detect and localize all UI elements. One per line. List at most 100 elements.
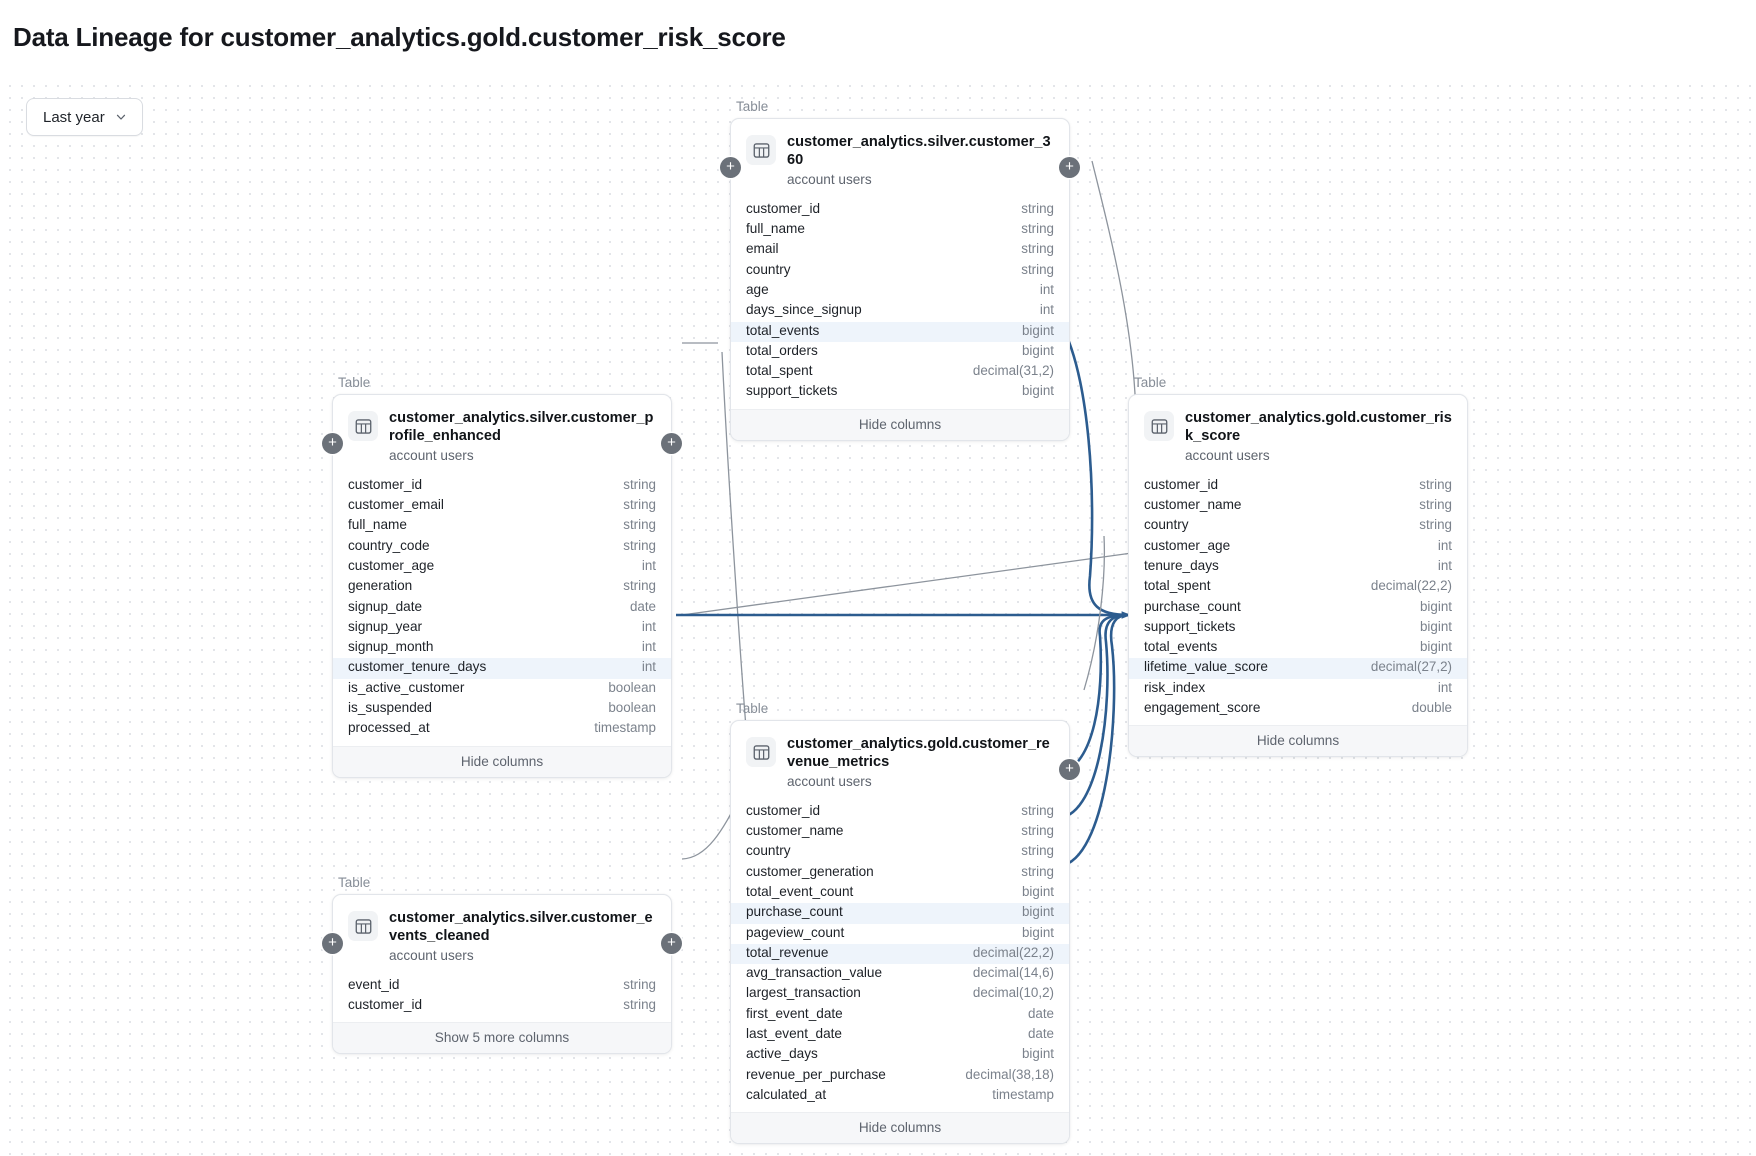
column-type: timestamp [594, 720, 656, 736]
node-card[interactable]: + customer_analytics.gold.customer_reven… [730, 720, 1080, 1145]
node-customer-profile-enhanced[interactable]: Table + + customer_analytics.silver.cust… [322, 376, 682, 778]
column-type: decimal(22,2) [1370, 578, 1452, 594]
column-type: double [1411, 700, 1452, 716]
column-type: string [623, 997, 656, 1013]
time-range-dropdown[interactable]: Last year [26, 98, 143, 136]
column-row[interactable]: total_revenue decimal(22,2) [731, 943, 1069, 965]
column-name: calculated_at [746, 1086, 827, 1102]
node-subtitle: account users [1185, 447, 1270, 463]
show-more-columns-button[interactable]: Show 5 more columns [333, 1022, 671, 1054]
column-type: decimal(22,2) [972, 944, 1054, 960]
expand-upstream-handle[interactable]: + [322, 433, 343, 454]
expand-upstream-handle[interactable]: + [720, 157, 741, 178]
column-type: string [623, 537, 656, 553]
node-card[interactable]: + + customer_analytics.silver.customer_e… [322, 894, 682, 1055]
table-icon [1144, 411, 1174, 441]
hide-columns-button[interactable]: Hide columns [731, 408, 1069, 440]
column-name: largest_transaction [746, 985, 861, 1001]
expand-downstream-handle[interactable]: + [1059, 157, 1080, 178]
column-name: active_days [746, 1046, 818, 1062]
column-name: email [746, 241, 779, 257]
node-customer-360[interactable]: Table + + customer_analytics.silver.cust… [720, 100, 1080, 441]
column-name: total_revenue [746, 944, 829, 960]
node-customer-revenue-metrics[interactable]: Table + customer_analytics.gold.customer… [730, 701, 1080, 1145]
node-card[interactable]: + + customer_analytics.silver.customer_p… [322, 394, 682, 778]
expand-downstream-handle[interactable]: + [661, 433, 682, 454]
lineage-canvas[interactable]: Table + + customer_analytics.silver.cust… [0, 76, 1756, 1156]
column-name: country [1144, 517, 1189, 533]
column-name: signup_year [348, 618, 423, 634]
node-kind-label: Table [1134, 375, 1167, 390]
node-customer-events-cleaned[interactable]: Table + + customer_analytics.silver.cust… [322, 876, 682, 1055]
column-row[interactable]: signup_year int [333, 618, 671, 638]
column-name: customer_email [348, 497, 444, 513]
expand-upstream-handle[interactable]: + [322, 933, 343, 954]
column-type: string [623, 976, 656, 992]
column-name: generation [348, 578, 413, 594]
node-kind-label: Table [736, 701, 769, 716]
hide-columns-button[interactable]: Hide columns [1129, 725, 1467, 757]
expand-downstream-handle[interactable]: + [1059, 759, 1080, 780]
column-type: int [641, 659, 656, 675]
expand-downstream-handle[interactable]: + [661, 933, 682, 954]
node-card[interactable]: + + customer_analytics.silver.customer_3… [720, 118, 1080, 441]
node-customer-risk-score[interactable]: Table customer_analytics.gold.customer_r… [1128, 375, 1468, 758]
hide-columns-button[interactable]: Hide columns [731, 1112, 1069, 1144]
node-title: customer_analytics.silver.customer_360 [787, 134, 1051, 169]
hide-columns-button[interactable]: Hide columns [333, 745, 671, 777]
column-name: support_tickets [1144, 618, 1236, 634]
column-type: int [641, 618, 656, 634]
node-card[interactable]: customer_analytics.gold.customer_risk_sc… [1128, 394, 1468, 758]
